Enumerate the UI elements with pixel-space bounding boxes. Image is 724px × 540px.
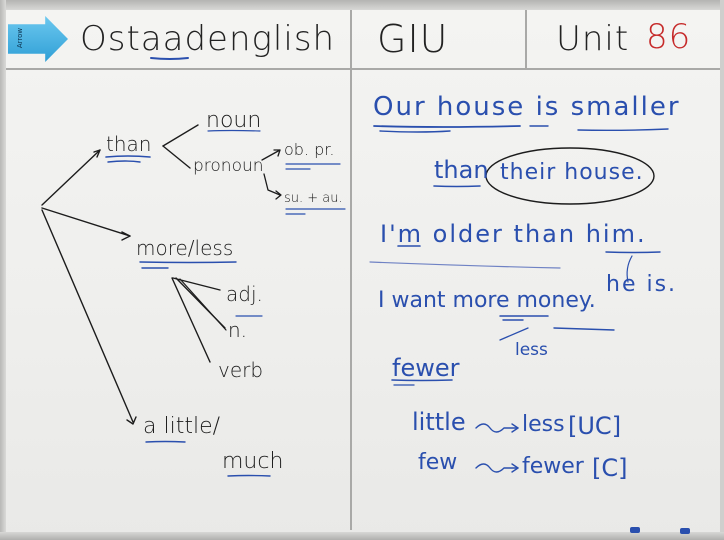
a-little-label: a little/ bbox=[143, 414, 221, 439]
sentence-want-more-money: I want more money. bbox=[378, 288, 596, 313]
sentence-our-house: Our house is smaller bbox=[373, 92, 681, 122]
n-label: n. bbox=[228, 318, 248, 342]
course-title: GIU bbox=[377, 17, 449, 61]
few-fewer-word: fewer bbox=[522, 454, 584, 479]
pronoun-label: pronoun bbox=[193, 156, 264, 176]
countable-tag: [C] bbox=[592, 454, 628, 482]
word-than: than bbox=[434, 156, 489, 184]
phrase-he-is: he is. bbox=[606, 272, 678, 297]
center-divider bbox=[350, 10, 352, 530]
site-title: Ostaadenglish bbox=[80, 19, 336, 59]
header-underline bbox=[6, 68, 720, 70]
word-less: less bbox=[515, 340, 548, 360]
verb-label: verb bbox=[218, 358, 264, 382]
more-less-label: more/less bbox=[136, 236, 234, 260]
word-fewer: fewer bbox=[392, 354, 460, 382]
few-word: few bbox=[418, 450, 458, 475]
uncountable-tag: [UC] bbox=[568, 412, 622, 440]
board-frame-top bbox=[0, 0, 724, 10]
than-label: than bbox=[106, 132, 152, 156]
board-frame-right bbox=[720, 0, 724, 540]
much-label: much bbox=[222, 449, 284, 474]
sentence-older-than-him: I'm older than him. bbox=[380, 220, 647, 248]
adj-label: adj. bbox=[226, 282, 263, 306]
unit-number: 86 bbox=[646, 17, 692, 57]
phrase-their-house: their house. bbox=[500, 160, 644, 185]
board-frame-bottom bbox=[0, 532, 724, 540]
unit-word: Unit bbox=[556, 19, 630, 59]
blue-marker-cap-2 bbox=[680, 528, 690, 534]
little-less-word: less bbox=[522, 412, 565, 437]
board-frame-left bbox=[0, 0, 6, 540]
ob-pr-label: ob. pr. bbox=[284, 140, 335, 159]
su-au-label: su. + au. bbox=[284, 191, 343, 206]
header-divider-right bbox=[525, 10, 527, 68]
little-word: little bbox=[412, 408, 466, 436]
blue-marker-cap bbox=[630, 527, 640, 533]
noun-label: noun bbox=[206, 108, 262, 133]
